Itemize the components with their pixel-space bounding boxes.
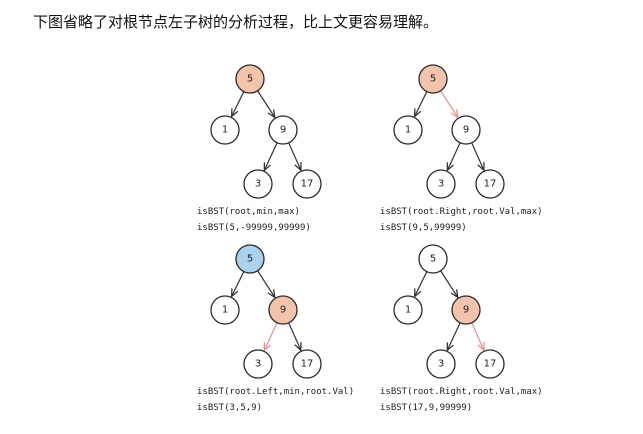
- tree-node-label: 3: [255, 359, 261, 370]
- tree-panel-2: 5 1 9 3 17 isBST(root.Right,root.Val,max) isBS…: [380, 64, 543, 233]
- tree-node-circle: [475, 169, 505, 199]
- edge-right-left: [447, 322, 461, 351]
- tree-node-label: 9: [463, 125, 469, 136]
- caption-call-values: isBST(5,-99999,99999): [197, 223, 311, 233]
- edge-root-right: [257, 270, 275, 298]
- tree-node-label: 17: [301, 359, 314, 370]
- edge-root-left: [232, 91, 245, 117]
- tree-node-label: 5: [430, 74, 436, 85]
- tree-node-label: 1: [405, 125, 411, 136]
- tree-node-circle: [475, 349, 505, 379]
- edge-root-left: [415, 271, 428, 297]
- edge-right-left-highlighted: [264, 322, 278, 351]
- tree-node-label: 5: [430, 254, 436, 265]
- tree-node-label: 1: [405, 305, 411, 316]
- edge-right-left: [264, 142, 278, 171]
- edge-right-left: [447, 142, 461, 171]
- tree-node-circle: [393, 295, 423, 325]
- tree-panel-3: 5 1 9 3 17 isBST(root.Left,min,root.Val) isBST…: [197, 244, 354, 413]
- tree-node-circle: [451, 115, 481, 145]
- tree-node-label: 3: [438, 359, 444, 370]
- intro-text: 下图省略了对根节点左子树的分析过程，比上文更容易理解。: [33, 13, 439, 31]
- tree-panel-1: 5 1 9 3 17 isBST(root,min,max) isBST(5,-99999,…: [197, 64, 322, 233]
- tree-node-label: 9: [280, 305, 286, 316]
- tree-node-circle: [292, 169, 322, 199]
- caption-call-values: isBST(3,5,9): [197, 403, 262, 413]
- edge-root-left: [232, 271, 245, 297]
- tree-node-circle: [292, 349, 322, 379]
- tree-node-label: 5: [247, 74, 253, 85]
- caption-call-values: isBST(17,9,99999): [380, 403, 472, 413]
- tree-node-circle: [393, 115, 423, 145]
- tree-node-circle: [243, 169, 273, 199]
- tree-node-circle: [451, 295, 481, 325]
- tree-node-circle: [426, 349, 456, 379]
- tree-node-label: 17: [484, 359, 497, 370]
- tree-node-label: 3: [438, 179, 444, 190]
- tree-node-circle: [210, 115, 240, 145]
- edge-root-right: [257, 90, 275, 118]
- caption-call-signature: isBST(root,min,max): [197, 207, 300, 217]
- caption-call-values: isBST(9,5,99999): [380, 223, 467, 233]
- tree-node-label: 5: [247, 254, 253, 265]
- tree-node-label: 17: [484, 179, 497, 190]
- tree-node-label: 3: [255, 179, 261, 190]
- tree-node-circle: [426, 169, 456, 199]
- tree-node-circle: [268, 295, 298, 325]
- tree-node-label: 1: [222, 305, 228, 316]
- edge-root-right-highlighted: [440, 90, 458, 118]
- edge-right-right-highlighted: [471, 322, 484, 350]
- edge-right-right: [471, 142, 484, 170]
- tree-node-circle: [418, 244, 448, 274]
- tree-node-circle: [235, 64, 265, 94]
- caption-call-signature: isBST(root.Right,root.Val,max): [380, 207, 543, 217]
- tree-node-label: 1: [222, 125, 228, 136]
- tree-node-circle: [268, 115, 298, 145]
- tree-node-label: 9: [463, 305, 469, 316]
- edge-root-left: [415, 91, 428, 117]
- caption-call-signature: isBST(root.Right,root.Val,max): [380, 387, 543, 397]
- edge-right-right: [288, 142, 301, 170]
- edge-right-right: [288, 322, 301, 350]
- tree-node-circle: [235, 244, 265, 274]
- edge-root-right: [440, 270, 458, 298]
- tree-panel-4: 5 1 9 3 17 isBST(root.Right,root.Val,max) isBS…: [380, 244, 543, 413]
- tree-node-circle: [210, 295, 240, 325]
- tree-node-label: 17: [301, 179, 314, 190]
- tree-node-circle: [418, 64, 448, 94]
- caption-call-signature: isBST(root.Left,min,root.Val): [197, 387, 354, 397]
- tree-node-label: 9: [280, 125, 286, 136]
- tree-node-circle: [243, 349, 273, 379]
